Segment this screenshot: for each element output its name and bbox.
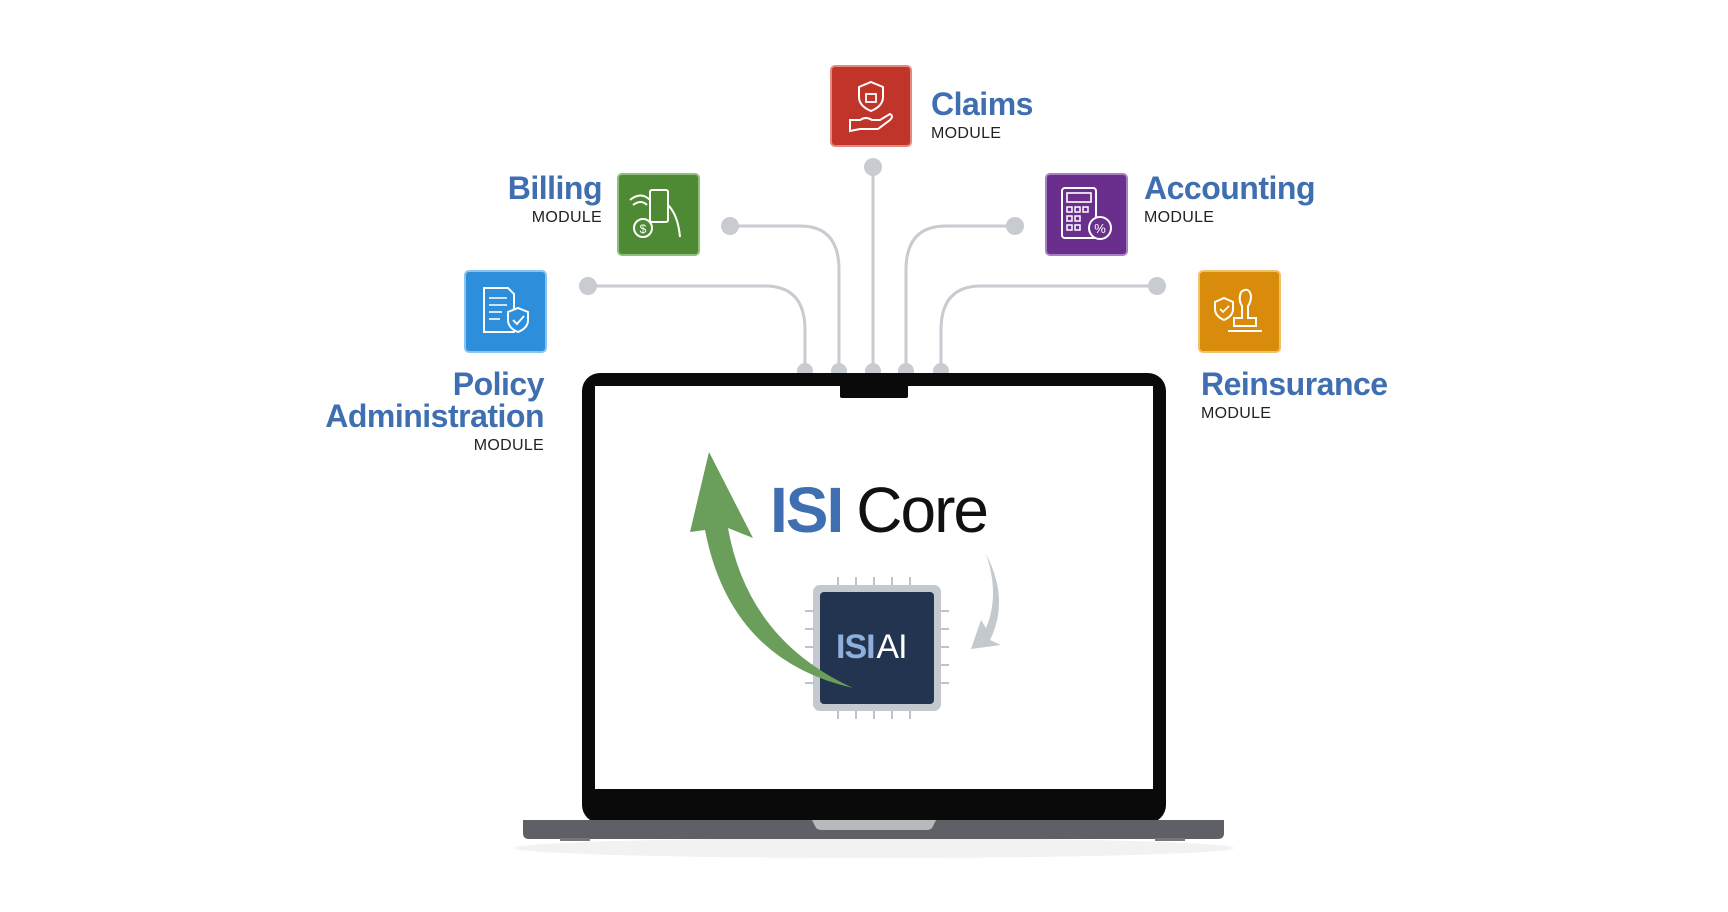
module-title: Billing bbox=[507, 170, 603, 206]
module-title-line1: Policy bbox=[452, 366, 545, 402]
core-name: Core bbox=[856, 474, 989, 546]
svg-text:$: $ bbox=[640, 222, 647, 236]
module-subtitle: MODULE bbox=[473, 437, 544, 454]
connector-policy bbox=[588, 284, 807, 369]
module-subtitle: MODULE bbox=[1144, 209, 1215, 226]
trackpad-notch bbox=[812, 820, 936, 830]
connectors bbox=[588, 167, 1157, 369]
core-brand: ISI bbox=[770, 474, 844, 546]
module-accounting[interactable]: Accounting MODULE bbox=[1144, 172, 1315, 226]
chip-name: AI bbox=[876, 628, 907, 666]
accounting-icon[interactable]: % bbox=[1045, 173, 1128, 256]
connector-accounting bbox=[904, 224, 1015, 369]
module-subtitle: MODULE bbox=[931, 125, 1002, 142]
gray-arrow-icon bbox=[971, 554, 1001, 649]
module-reinsurance[interactable]: Reinsurance MODULE bbox=[1201, 368, 1388, 422]
module-subtitle: MODULE bbox=[1201, 405, 1272, 422]
reinsurance-icon[interactable] bbox=[1198, 270, 1281, 353]
connector-billing bbox=[730, 224, 841, 369]
module-policy-administration[interactable]: Policy Administration MODULE bbox=[325, 368, 544, 454]
policy-administration-icon[interactable] bbox=[464, 270, 547, 353]
isi-ai-logo: ISI AI bbox=[836, 628, 908, 666]
module-title-line2: Administration bbox=[325, 398, 544, 434]
module-title: Claims bbox=[931, 86, 1033, 122]
module-subtitle: MODULE bbox=[531, 209, 602, 226]
connector-dots bbox=[579, 158, 1166, 379]
module-billing[interactable]: Billing MODULE bbox=[507, 170, 603, 226]
chip-brand: ISI bbox=[836, 628, 876, 666]
connector-reinsurance bbox=[939, 284, 1157, 369]
billing-icon[interactable]: $ bbox=[617, 173, 700, 256]
ai-chip bbox=[805, 577, 949, 719]
module-claims[interactable]: Claims MODULE bbox=[931, 88, 1033, 142]
green-arrow-icon bbox=[690, 452, 853, 688]
claims-icon[interactable] bbox=[830, 65, 912, 147]
module-title: Reinsurance bbox=[1201, 366, 1388, 402]
camera-notch bbox=[840, 384, 908, 398]
svg-text:%: % bbox=[1094, 221, 1106, 236]
module-title: Accounting bbox=[1144, 170, 1315, 206]
